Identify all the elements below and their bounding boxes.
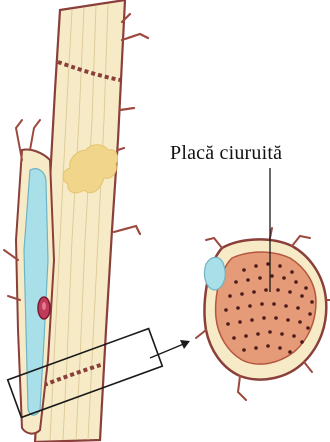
sieve-plate-cross-section bbox=[196, 228, 330, 400]
